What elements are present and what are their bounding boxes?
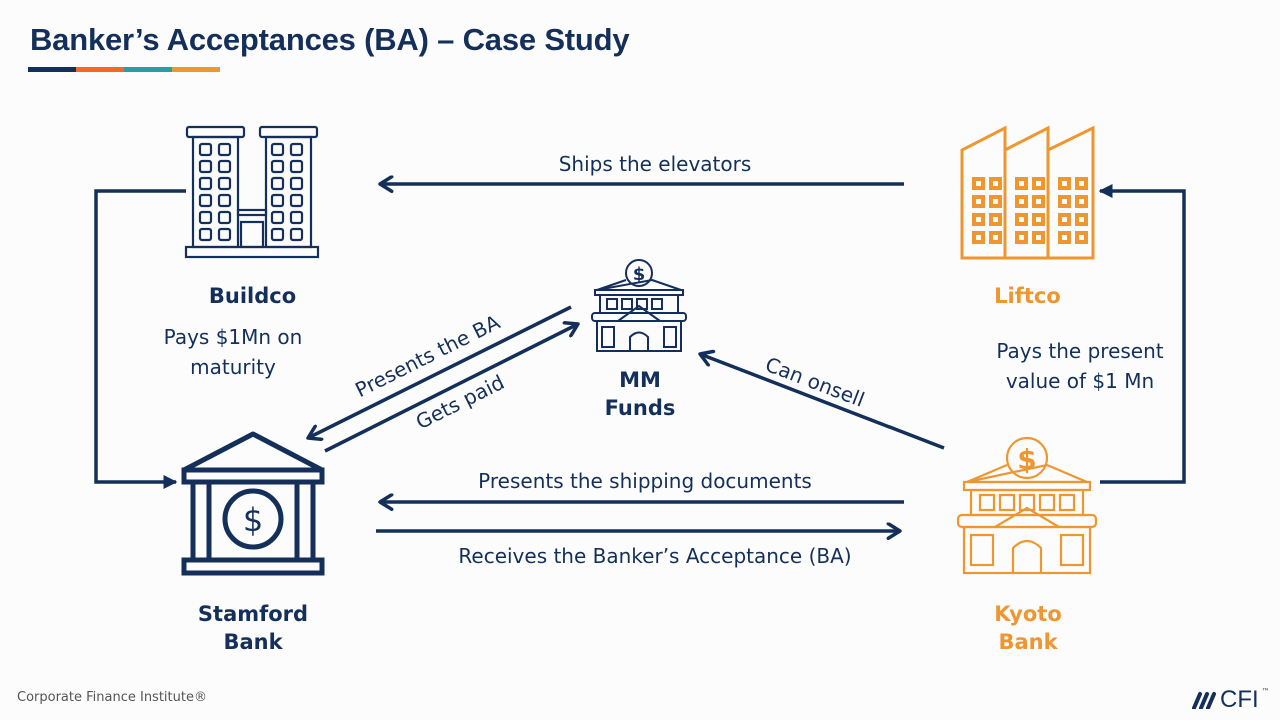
factory-window-pane — [1079, 199, 1084, 204]
bank-building-icon — [956, 436, 1098, 575]
liftco-label: Liftco — [994, 284, 1061, 308]
factory-window-pane — [1036, 217, 1041, 222]
mm-funds-label: MM Funds — [590, 366, 690, 422]
factory-window-pane — [1079, 235, 1084, 240]
factory-window-pane — [1036, 181, 1041, 186]
buildco-note-line: maturity — [190, 355, 276, 379]
factory-window-pane — [976, 199, 981, 204]
kyoto-bank-label: Kyoto Bank — [958, 600, 1098, 656]
title-underline — [28, 67, 220, 72]
underline-segment — [172, 67, 220, 72]
factory-window-pane — [976, 235, 981, 240]
factory-window-pane — [976, 217, 981, 222]
dollar-sign-icon: $ — [633, 264, 646, 285]
factory-window-pane — [993, 235, 998, 240]
factory-windows — [972, 177, 1088, 244]
dollar-sign-icon: $ — [243, 501, 263, 539]
receives-ba-label: Receives the Banker’s Acceptance (BA) — [458, 544, 852, 568]
arrow-presents-ba — [308, 305, 572, 438]
bank-dollar-icon — [181, 431, 325, 576]
footer-text: Corporate Finance Institute® — [17, 690, 207, 705]
trademark-symbol: ™ — [1261, 686, 1270, 696]
factory-window-pane — [993, 199, 998, 204]
underline-segment — [124, 67, 172, 72]
factory-window-pane — [1036, 235, 1041, 240]
factory-window-pane — [993, 181, 998, 186]
mm-funds-label-line: MM — [619, 368, 661, 392]
stamford-bank-label-line: Stamford — [197, 602, 309, 626]
factory-window-pane — [1062, 235, 1067, 240]
liftco-note-line: Pays the present — [996, 339, 1164, 363]
underline-segment — [28, 67, 76, 72]
page-title: Banker’s Acceptances (BA) – Case Study — [30, 22, 630, 57]
cfi-logo-text: CFI — [1220, 686, 1259, 713]
factory-window-pane — [993, 217, 998, 222]
cfi-logo: CFI ™ — [1190, 686, 1270, 713]
factory-window-pane — [1062, 217, 1067, 222]
buildco-note: Pays $1Mn on maturity — [133, 322, 333, 382]
dollar-sign-icon: $ — [1017, 443, 1036, 476]
office-buildings-icon — [184, 125, 320, 259]
ships-elevators-label: Ships the elevators — [558, 152, 752, 176]
underline-segment — [76, 67, 124, 72]
factory-window-pane — [1062, 181, 1067, 186]
liftco-note-line: value of $1 Mn — [1005, 369, 1155, 393]
factory-window-pane — [1036, 199, 1041, 204]
factory-window-pane — [1079, 181, 1084, 186]
factory-window-pane — [1019, 217, 1024, 222]
factory-window-pane — [976, 181, 981, 186]
buildco-label: Buildco — [208, 284, 297, 308]
kyoto-bank-label-line: Bank — [998, 630, 1058, 654]
arrow-gets-paid — [324, 324, 578, 453]
kyoto-bank-label-line: Kyoto — [994, 602, 1062, 626]
mm-funds-label-line: Funds — [604, 396, 676, 420]
arrow-can-onsell — [700, 354, 945, 450]
cfi-stripes-icon — [1192, 692, 1216, 709]
stamford-bank-label-line: Bank — [223, 630, 283, 654]
factory-window-pane — [1019, 235, 1024, 240]
arrow-buildco-to-stamford — [94, 189, 186, 489]
factory-window-pane — [1019, 181, 1024, 186]
presents-docs-label: Presents the shipping documents — [478, 469, 812, 493]
factory-window-pane — [1079, 217, 1084, 222]
bank-building-icon — [591, 259, 687, 352]
stamford-bank-label: Stamford Bank — [173, 600, 333, 656]
factory-window-pane — [1062, 199, 1067, 204]
liftco-note: Pays the present value of $1 Mn — [970, 336, 1190, 396]
buildco-note-line: Pays $1Mn on — [163, 325, 303, 349]
factory-window-pane — [1019, 199, 1024, 204]
factory-icon — [960, 125, 1095, 260]
arrow-kyoto-to-liftco — [1098, 184, 1186, 484]
